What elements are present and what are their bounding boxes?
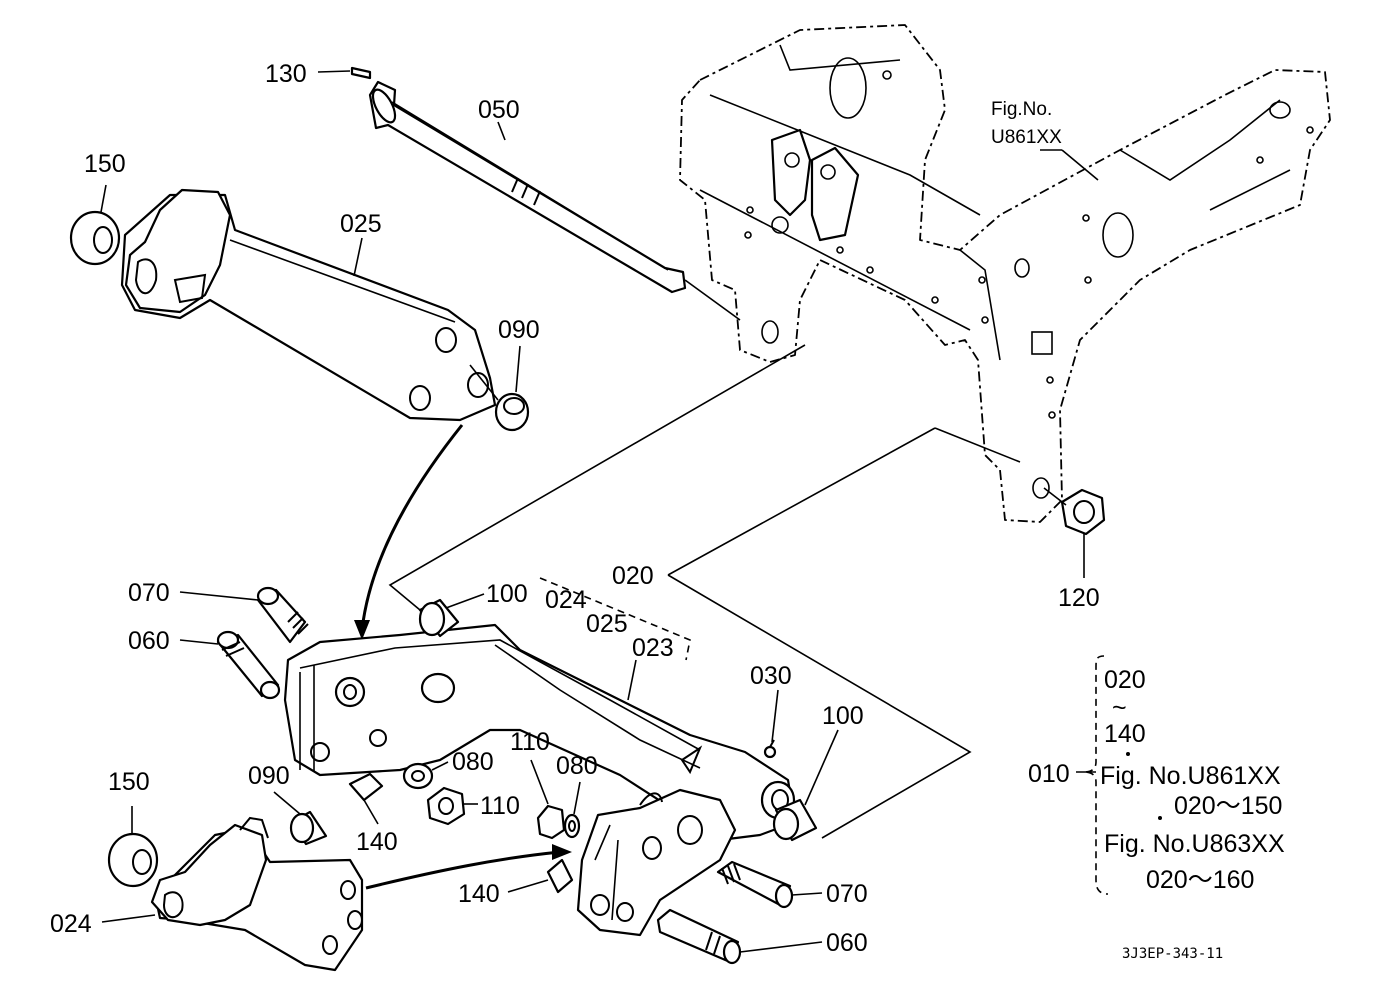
label-080-right: 080 — [556, 752, 598, 780]
pin-070-left — [256, 586, 309, 644]
label-150-top: 150 — [84, 150, 126, 178]
label-030: 030 — [750, 662, 792, 690]
pin-130 — [350, 66, 372, 80]
leader-lines-020 — [388, 344, 1021, 839]
label-fig-ref-1: Fig.No. — [991, 99, 1052, 120]
assembly-arrow-lower — [365, 850, 561, 890]
bush-100-left — [418, 598, 460, 638]
drawing-code: 3J3EP-343-11 — [1122, 946, 1223, 962]
label-070-left: 070 — [128, 579, 170, 607]
nut-110-mid — [426, 786, 466, 826]
pin-060-right — [656, 908, 742, 965]
bush-100-right — [772, 798, 818, 842]
shaft-050 — [368, 80, 741, 321]
hook-arm-024 — [150, 816, 364, 972]
label-100-left: 100 — [486, 580, 528, 608]
label-110-right: 110 — [510, 728, 550, 756]
hex-nut-120 — [1060, 488, 1106, 536]
label-024-bottom: 024 — [50, 910, 92, 938]
hitch-bracket-right — [576, 788, 737, 937]
spring-pin-140-bottom — [546, 858, 574, 894]
lower-link-arm-025 — [120, 188, 497, 422]
nut-110-right — [536, 804, 566, 840]
label-150-bottom: 150 — [108, 768, 150, 796]
label-080-mid: 080 — [452, 748, 494, 776]
label-090-top: 090 — [498, 316, 540, 344]
washer-080-right — [563, 813, 581, 839]
label-020: 020 — [612, 562, 654, 590]
label-100-right: 100 — [822, 702, 864, 730]
label-025-bracket: 025 — [586, 610, 628, 638]
label-060-right: 060 — [826, 929, 868, 957]
legend-range-end: 140 — [1104, 720, 1146, 748]
label-130: 130 — [265, 60, 307, 88]
label-120: 120 — [1058, 584, 1100, 612]
label-025-top: 025 — [340, 210, 382, 238]
legend-fig1: Fig. No.U861XX — [1100, 762, 1281, 790]
spring-pin-140-mid — [348, 772, 384, 802]
label-140-bottom: 140 — [458, 880, 500, 908]
tractor-frame — [679, 24, 1331, 523]
legend-fig2: Fig. No.U863XX — [1104, 830, 1285, 858]
ball-joint-150 — [69, 210, 121, 266]
legend-assembly: 010 — [1028, 760, 1070, 788]
pin-060-left — [216, 630, 281, 700]
label-140-mid: 140 — [356, 828, 398, 856]
label-070-right: 070 — [826, 880, 868, 908]
legend-range2: 020～160 — [1146, 866, 1254, 894]
pin-070-right — [716, 860, 794, 909]
legend-range-top: 020 — [1104, 666, 1146, 694]
ball-joint-150-bottom — [107, 832, 159, 888]
legend-tilde: ~ — [1112, 694, 1127, 722]
assembly-arrow — [360, 424, 464, 631]
label-090-bottom: 090 — [248, 762, 290, 790]
bush-090 — [494, 392, 530, 432]
washer-080-mid — [402, 762, 434, 790]
legend-range1: 020～150 — [1174, 792, 1282, 820]
label-024-bracket: 024 — [545, 586, 587, 614]
label-fig-ref-2: U861XX — [991, 127, 1062, 148]
label-110-mid: 110 — [480, 792, 520, 820]
label-023: 023 — [632, 634, 674, 662]
legend-bracket — [1076, 655, 1162, 895]
label-050: 050 — [478, 96, 520, 124]
bush-090-bottom — [289, 810, 328, 846]
label-060-left: 060 — [128, 627, 170, 655]
grease-nipple-030 — [763, 739, 777, 759]
